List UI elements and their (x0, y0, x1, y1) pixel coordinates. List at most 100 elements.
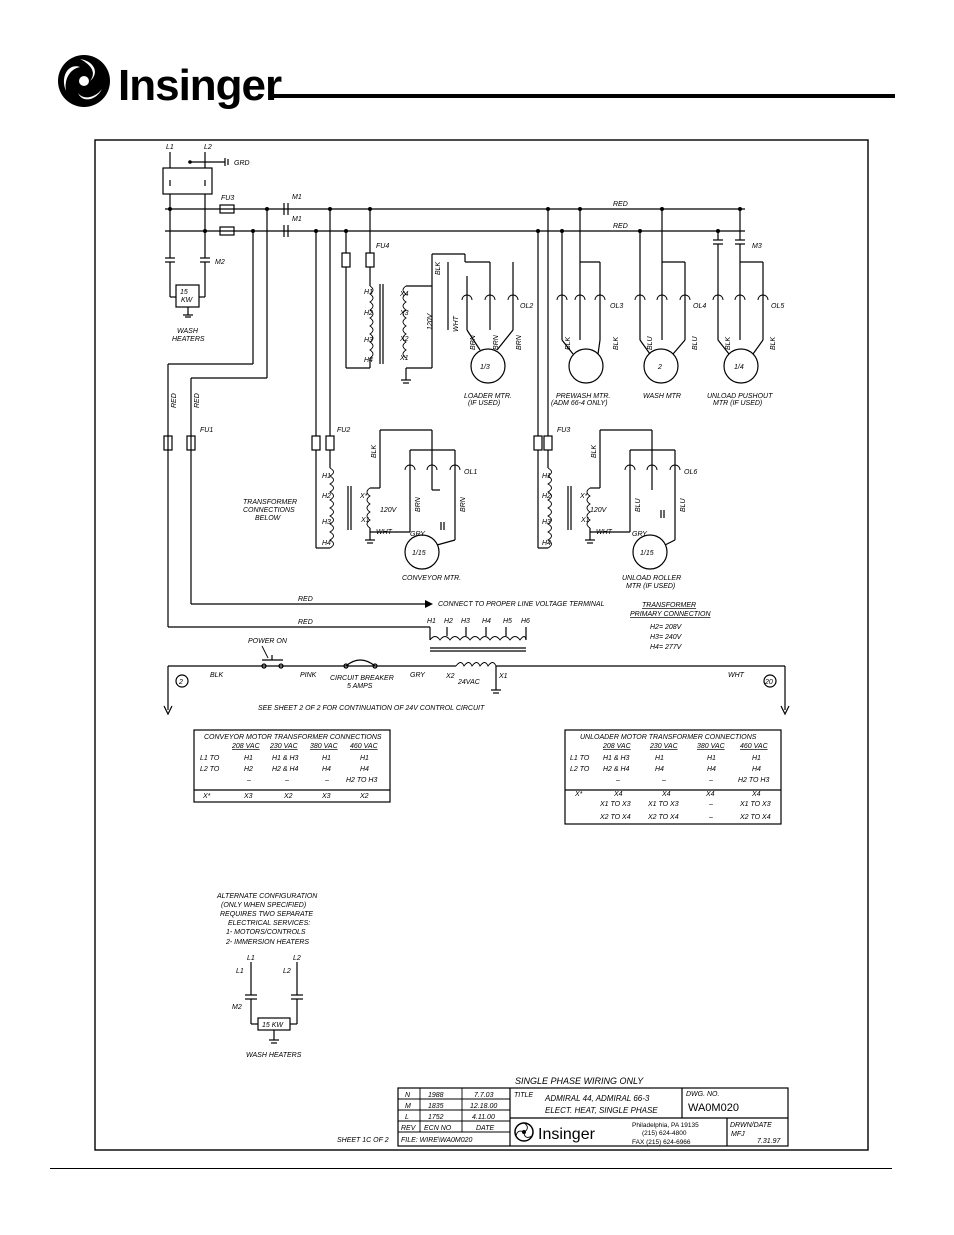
svg-text:BRN: BRN (493, 334, 500, 350)
svg-text:X2 TO X4: X2 TO X4 (599, 814, 631, 821)
svg-text:X1: X1 (360, 517, 370, 524)
svg-text:–: – (615, 777, 620, 784)
conveyor-motor-icon (404, 534, 440, 570)
primary-connection-note: TRANSFORMER PRIMARY CONNECTION H2= 208V … (630, 602, 711, 651)
svg-text:H4: H4 (364, 357, 373, 364)
svg-text:H2 & H4: H2 & H4 (272, 766, 299, 773)
loader-motor-icon (470, 348, 506, 384)
node-20-marker (763, 674, 777, 688)
svg-text:H4: H4 (542, 540, 551, 547)
svg-text:H1: H1 (542, 473, 551, 480)
svg-text:H1: H1 (707, 755, 716, 762)
svg-text:BRN: BRN (470, 334, 477, 350)
svg-text:–: – (708, 801, 713, 808)
svg-text:SEE SHEET 2 OF 2 FOR CONTINUAT: SEE SHEET 2 OF 2 FOR CONTINUATION OF 24V… (258, 705, 485, 712)
svg-text:OL1: OL1 (464, 469, 477, 476)
svg-text:H2: H2 (542, 493, 551, 500)
svg-text:X2: X2 (359, 793, 369, 800)
svg-text:Insinger: Insinger (538, 1126, 596, 1143)
svg-text:L2 TO: L2 TO (570, 766, 590, 773)
svg-text:RED: RED (298, 619, 313, 626)
svg-text:M1: M1 (292, 216, 302, 223)
svg-text:X2 TO X4: X2 TO X4 (739, 814, 771, 821)
svg-text:H2: H2 (364, 310, 373, 317)
svg-text:H1 & H3: H1 & H3 (603, 755, 630, 762)
top-motors: OL2 1/3 WHT BRN BRN BRN LOADER MTR. (IF … (447, 207, 784, 436)
svg-text:X*: X* (574, 791, 583, 798)
svg-text:X2 TO X4: X2 TO X4 (647, 814, 679, 821)
node-2-marker (175, 674, 189, 688)
insinger-swirl-icon (58, 55, 110, 107)
title-block: SINGLE PHASE WIRING ONLY N 1988 7.7.03 M… (337, 1076, 789, 1147)
svg-text:RED: RED (613, 201, 628, 208)
pushout-motor-icon (723, 348, 759, 384)
drawing-border (94, 139, 869, 1151)
svg-text:1/4: 1/4 (734, 364, 744, 371)
svg-text:CIRCUIT BREAKER: CIRCUIT BREAKER (330, 675, 394, 682)
svg-text:2: 2 (178, 679, 183, 686)
svg-text:H2: H2 (444, 618, 453, 625)
svg-text:TRANSFORMER: TRANSFORMER (642, 602, 696, 609)
svg-text:RED: RED (613, 223, 628, 230)
svg-text:H1: H1 (364, 289, 373, 296)
svg-text:PINK: PINK (300, 672, 317, 679)
svg-text:H1: H1 (427, 618, 436, 625)
svg-text:BRN: BRN (516, 334, 523, 350)
svg-text:H4: H4 (482, 618, 491, 625)
svg-text:PRIMARY CONNECTION: PRIMARY CONNECTION (630, 611, 711, 618)
svg-text:X4: X4 (751, 791, 761, 798)
svg-text:BLU: BLU (647, 335, 654, 350)
svg-text:BLK: BLK (565, 336, 572, 350)
svg-text:–: – (284, 777, 289, 784)
svg-text:L2: L2 (204, 144, 212, 151)
svg-text:BRN: BRN (460, 496, 467, 512)
svg-text:460 VAC: 460 VAC (350, 743, 379, 750)
svg-text:H4= 277V: H4= 277V (650, 644, 683, 651)
svg-text:BLK: BLK (770, 336, 777, 350)
svg-text:FAX (215) 624-6966: FAX (215) 624-6966 (632, 1139, 691, 1146)
svg-text:X3: X3 (399, 310, 409, 317)
svg-text:ELECT. HEAT, SINGLE PHASE: ELECT. HEAT, SINGLE PHASE (545, 1106, 658, 1115)
svg-text:X3: X3 (321, 793, 331, 800)
svg-text:FU3: FU3 (221, 195, 234, 202)
svg-text:MTR (IF USED): MTR (IF USED) (626, 583, 675, 590)
wash-motor-icon (643, 348, 679, 384)
svg-text:ELECTRICAL SERVICES:: ELECTRICAL SERVICES: (228, 920, 310, 927)
feeders: FU1 RED RED RED RED CONNECT TO PROPER LI… (163, 207, 605, 628)
svg-text:UNLOAD ROLLER: UNLOAD ROLLER (622, 575, 681, 582)
svg-text:TRANSFORMER: TRANSFORMER (243, 499, 297, 506)
svg-text:120V: 120V (590, 507, 608, 514)
svg-text:1/15: 1/15 (412, 550, 426, 557)
svg-text:2: 2 (657, 364, 662, 371)
roller-section: FU3 H1 H2 H3 H4 X* X1 120V BLK WHT OL6 1… (533, 427, 697, 590)
svg-text:12.18.00: 12.18.00 (470, 1103, 497, 1110)
svg-text:FU4: FU4 (376, 243, 389, 250)
svg-text:DRWN/DATE: DRWN/DATE (730, 1122, 772, 1129)
svg-text:X4: X4 (661, 791, 671, 798)
svg-text:X2: X2 (399, 336, 409, 343)
svg-text:WASH: WASH (177, 328, 199, 335)
svg-text:1- MOTORS/CONTROLS: 1- MOTORS/CONTROLS (226, 929, 306, 936)
svg-text:H1: H1 (244, 755, 253, 762)
svg-text:(IF USED): (IF USED) (468, 400, 500, 407)
conveyor-table: CONVEYOR MOTOR TRANSFORMER CONNECTIONS 2… (193, 729, 391, 803)
svg-text:HEATERS: HEATERS (172, 336, 205, 343)
svg-text:L: L (405, 1114, 409, 1121)
svg-text:–: – (324, 777, 329, 784)
svg-text:WHT: WHT (728, 672, 745, 679)
svg-text:BLK: BLK (210, 672, 224, 679)
svg-text:TITLE: TITLE (514, 1092, 533, 1099)
svg-text:WASH MTR: WASH MTR (643, 393, 681, 400)
svg-text:15 KW: 15 KW (262, 1022, 284, 1029)
svg-text:BLU: BLU (692, 335, 699, 350)
svg-text:DATE: DATE (476, 1125, 494, 1132)
svg-text:X4: X4 (705, 791, 715, 798)
header-logo: Insinger (58, 55, 895, 110)
svg-text:380 VAC: 380 VAC (697, 743, 726, 750)
svg-text:ALTERNATE CONFIGURATION: ALTERNATE CONFIGURATION (216, 893, 318, 900)
svg-text:1/15: 1/15 (640, 550, 654, 557)
svg-text:GRY: GRY (410, 531, 426, 538)
svg-text:X2: X2 (283, 793, 293, 800)
svg-text:–: – (708, 814, 713, 821)
svg-text:H2 TO H3: H2 TO H3 (738, 777, 769, 784)
